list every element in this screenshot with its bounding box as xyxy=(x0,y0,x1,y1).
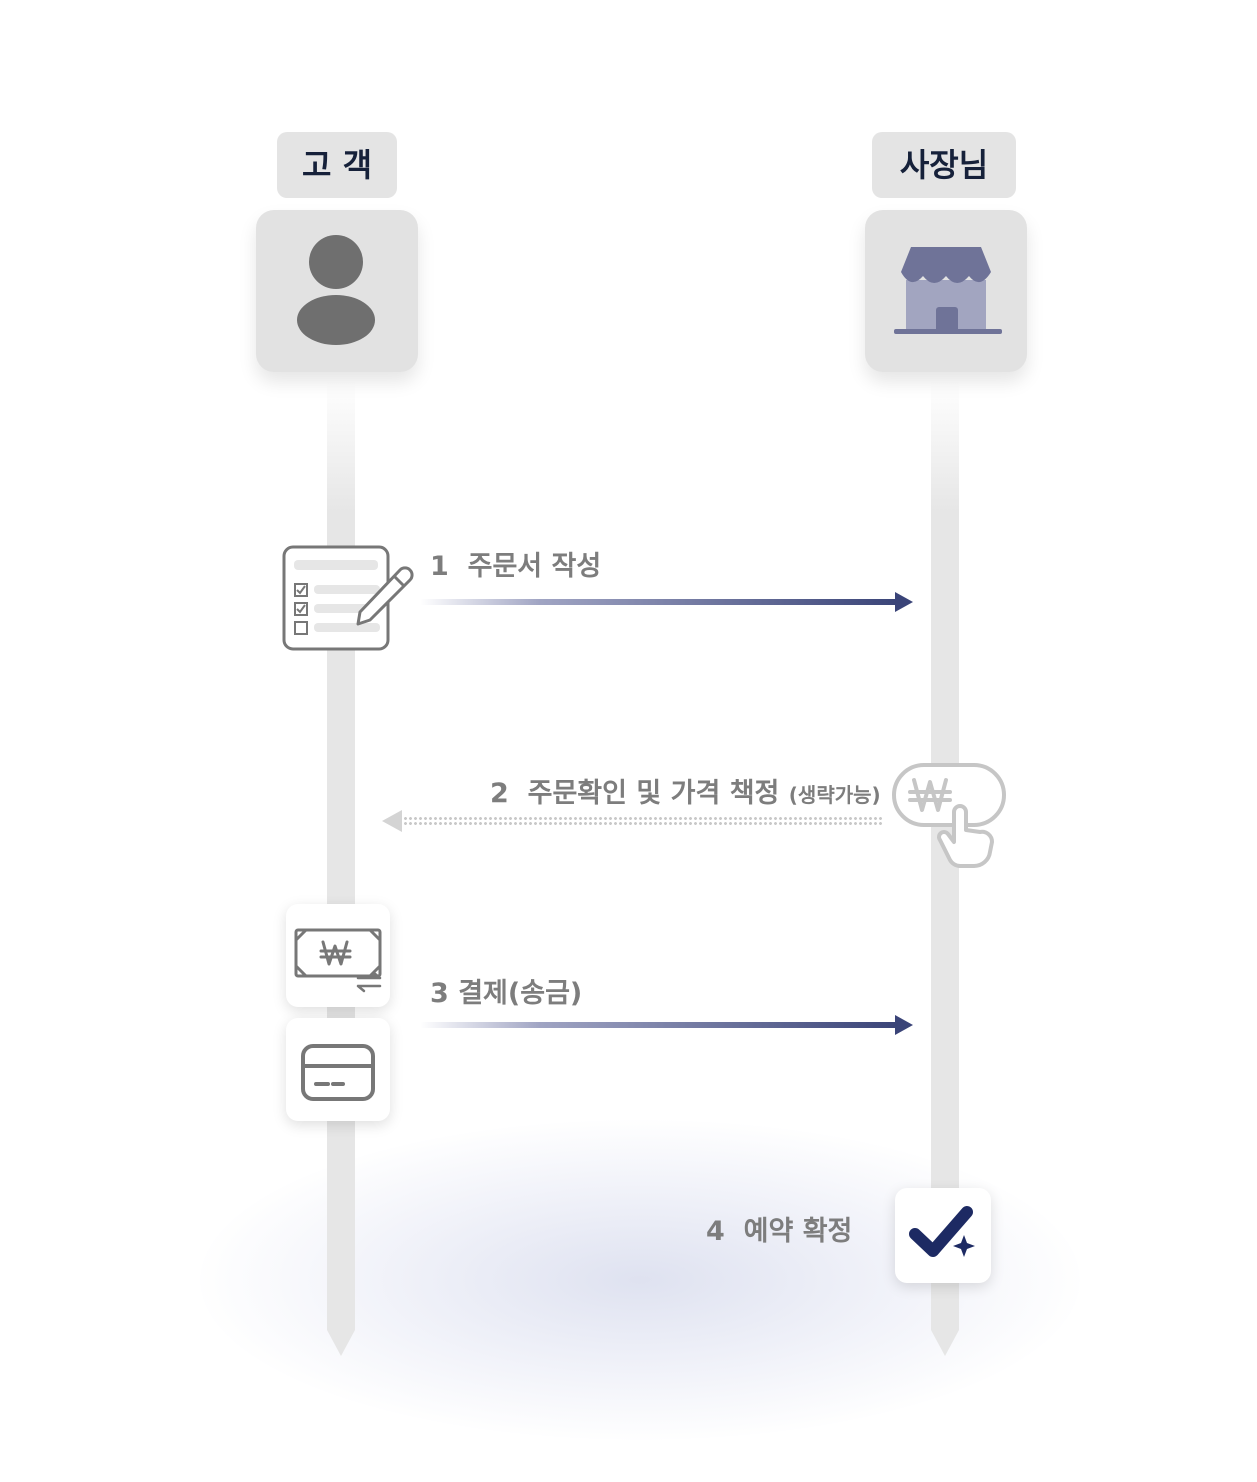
step-2-label: 2 주문확인 및 가격 책정 (생략가능) xyxy=(490,777,881,812)
person-icon xyxy=(297,235,375,345)
checkmark-sparkle-icon xyxy=(909,1206,975,1257)
owner-card xyxy=(865,210,1027,372)
step-3-label: 3 결제(송금) xyxy=(430,977,582,1011)
confirm-box xyxy=(895,1188,991,1283)
step-3-arrow xyxy=(420,1022,898,1028)
customer-lifeline xyxy=(327,380,355,1330)
step-4-label: 4 예약 확정 xyxy=(706,1215,852,1249)
won-button-tap-icon xyxy=(890,760,1010,872)
step-1-arrow xyxy=(420,599,898,605)
customer-lifeline-tip xyxy=(327,1330,355,1356)
customer-card xyxy=(256,210,418,372)
step-1-text: 주문서 작성 xyxy=(467,551,602,582)
won-banknote-transfer-icon xyxy=(294,928,382,993)
step-4-text: 예약 확정 xyxy=(743,1216,853,1247)
owner-label: 사장님 xyxy=(872,132,1016,198)
step-3-text: 결제(송금) xyxy=(458,978,583,1009)
store-icon xyxy=(894,247,1002,334)
credit-card-icon xyxy=(301,1044,375,1101)
customer-label: 고 객 xyxy=(277,132,397,198)
step-1-arrowhead xyxy=(895,592,913,612)
step-3-arrowhead xyxy=(895,1015,913,1035)
step-2-note: (생략가능) xyxy=(788,783,881,807)
step-2-arrow xyxy=(398,816,884,826)
owner-lifeline-tip xyxy=(931,1330,959,1356)
checklist-pencil-icon xyxy=(278,540,418,658)
step-2-number: 2 xyxy=(490,778,509,809)
step-2-text: 주문확인 및 가격 책정 xyxy=(527,778,780,809)
step-1-label: 1 주문서 작성 xyxy=(430,550,601,584)
step-2-arrowhead xyxy=(382,810,402,832)
card-box xyxy=(286,1018,390,1121)
transfer-box xyxy=(286,904,390,1007)
step-3-number: 3 xyxy=(430,978,449,1009)
step-1-number: 1 xyxy=(430,551,449,582)
step-4-number: 4 xyxy=(706,1216,725,1247)
